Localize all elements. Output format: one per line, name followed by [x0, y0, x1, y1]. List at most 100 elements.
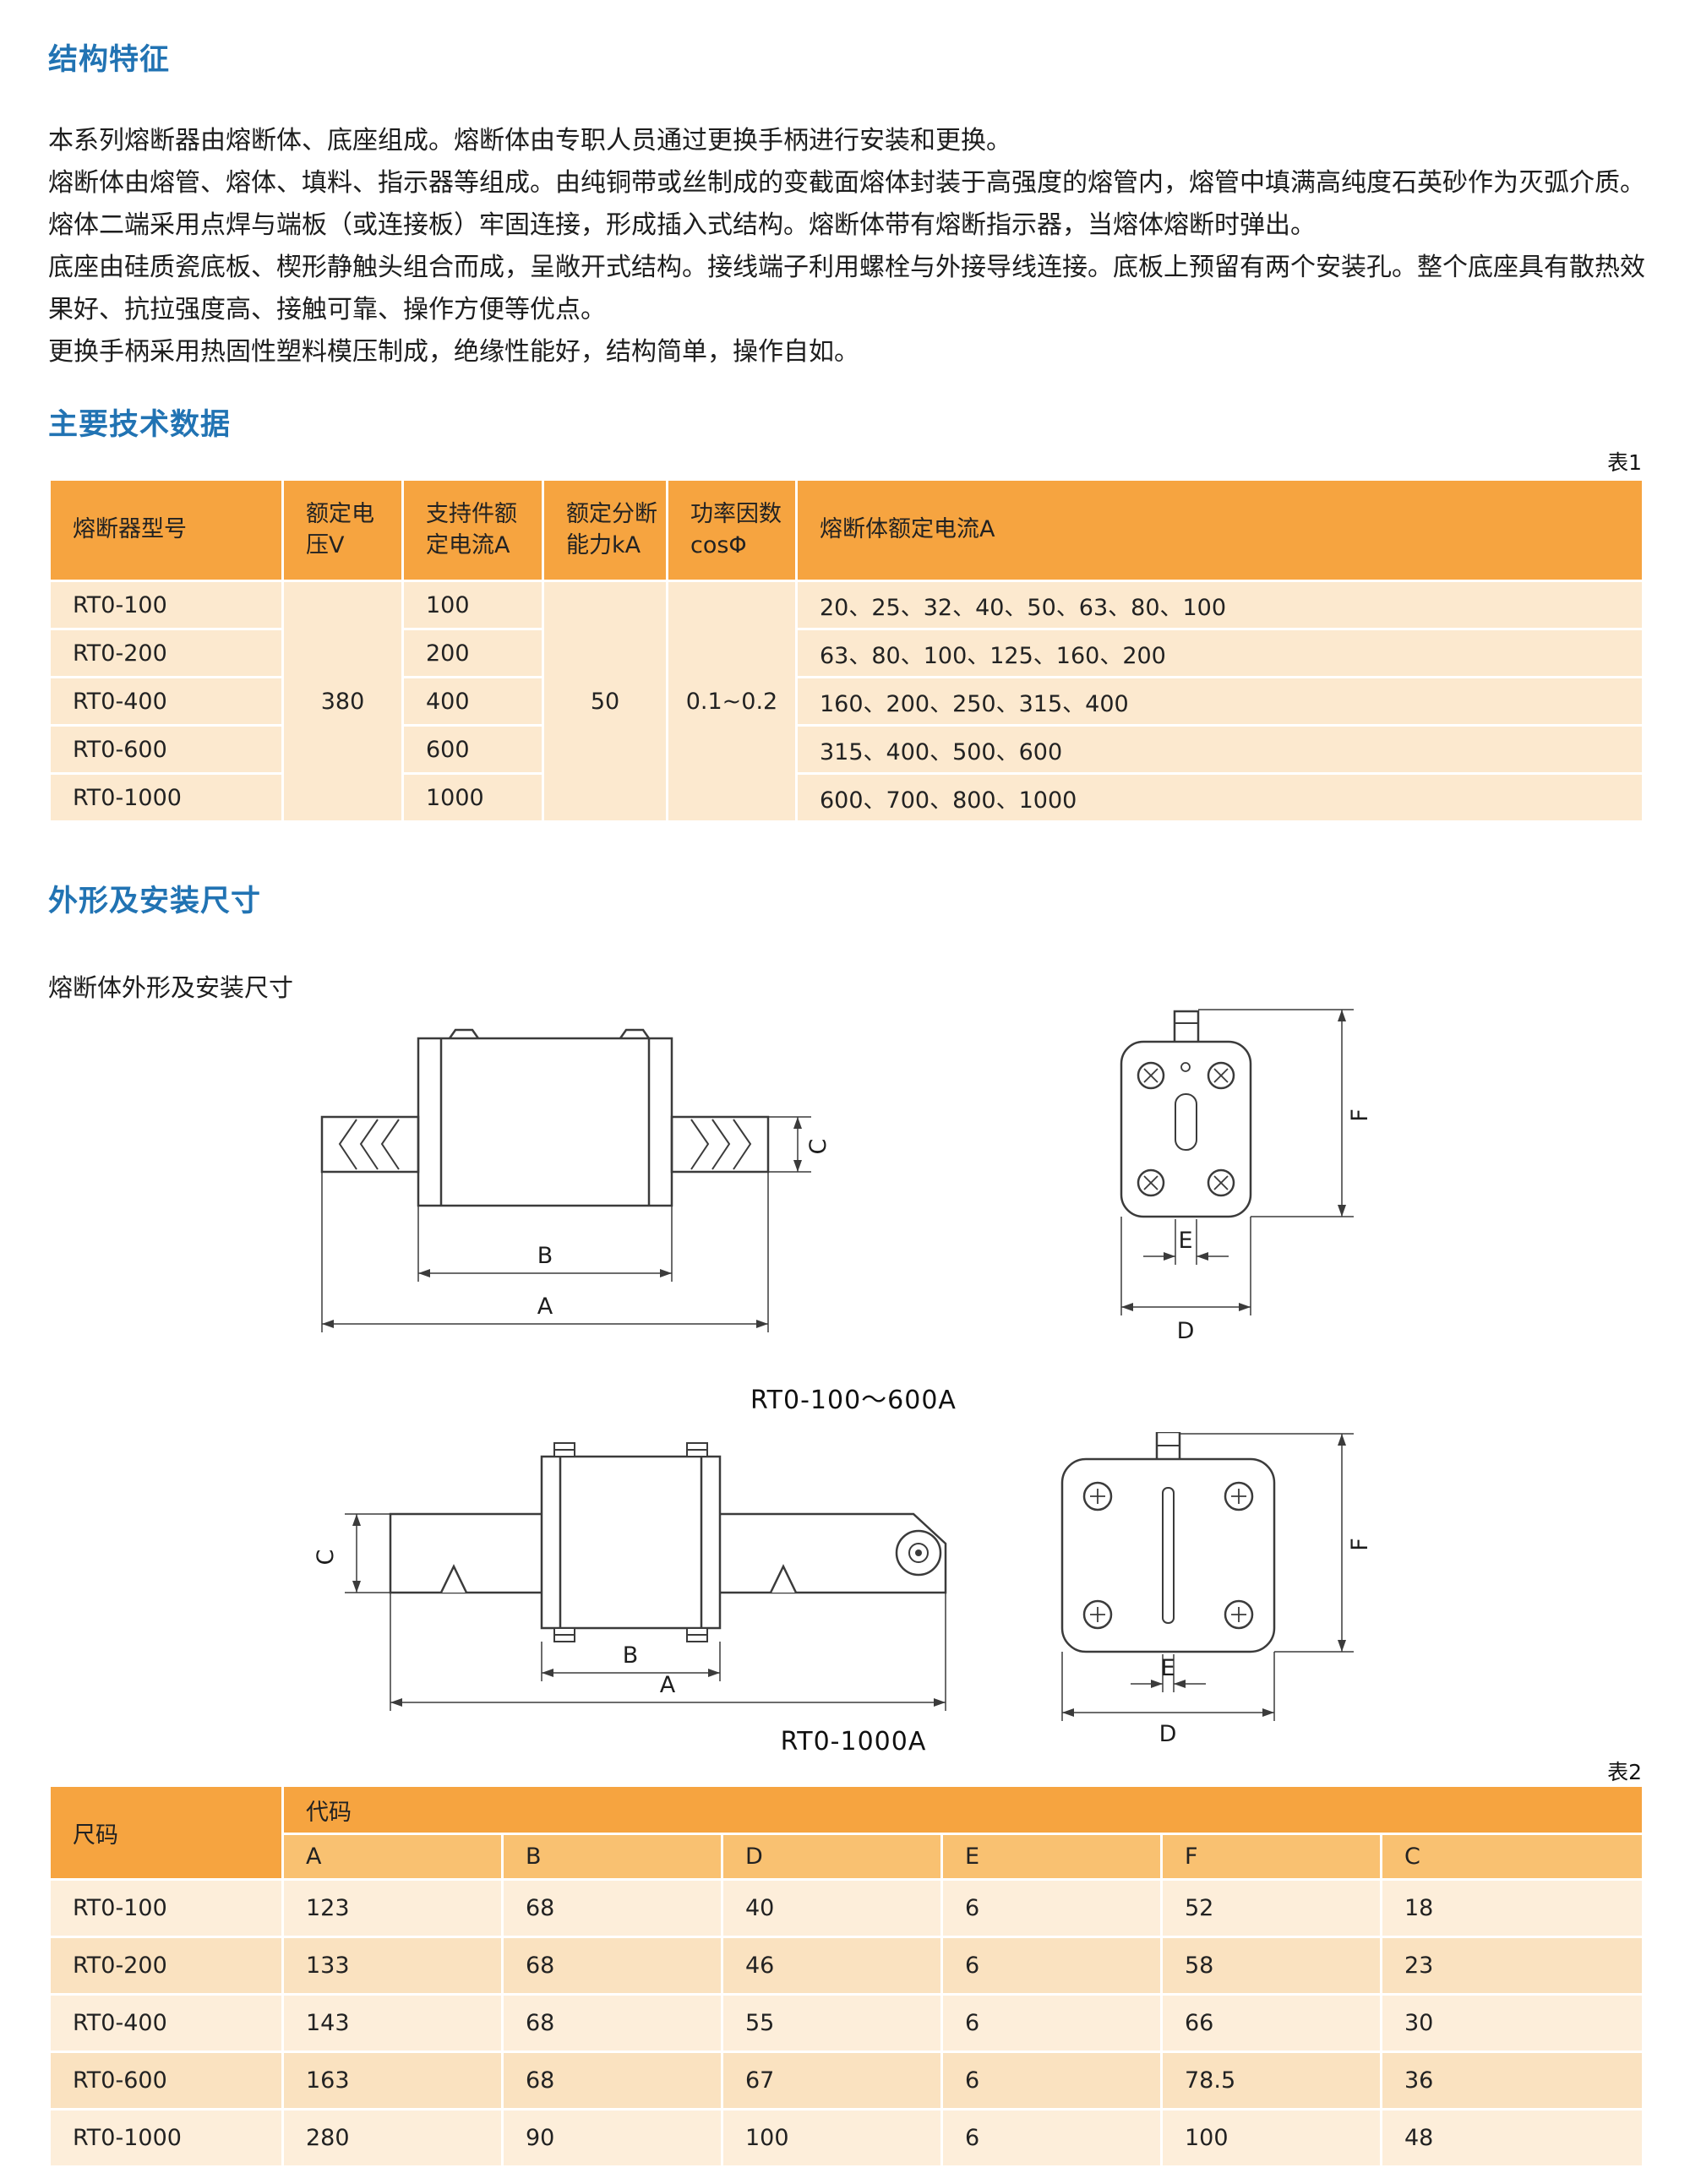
- t1-col-cos: 功率因数cosΦ: [666, 478, 798, 582]
- dimension-arrows: [322, 1010, 1346, 1328]
- t2-value: 163: [281, 2051, 504, 2110]
- dim-label-c: C: [313, 1549, 339, 1566]
- t2-value: 67: [721, 2051, 943, 2110]
- t2-value: 123: [281, 1878, 504, 1938]
- dim-label-c: C: [805, 1139, 831, 1155]
- t2-value: 18: [1380, 1878, 1644, 1938]
- dimension-labels: C B A F E D: [313, 1538, 1373, 1746]
- t1-col-voltage: 额定电压V: [281, 478, 404, 582]
- fuse-front-view: [1060, 1432, 1276, 1653]
- t2-value: 100: [1160, 2108, 1382, 2168]
- t1-model: RT0-200: [48, 628, 284, 678]
- t2-value: 68: [501, 1936, 723, 1996]
- figure-rt0-100-600: B A C F E D: [320, 1009, 1373, 1344]
- table-row: RT0-600 600 315、400、500、600: [48, 724, 1644, 775]
- t2-col-e: E: [940, 1833, 1163, 1881]
- dim-label-d: D: [1159, 1721, 1177, 1746]
- t2-header-row-1: 尺码 代码: [48, 1784, 1644, 1881]
- dim-label-d: D: [1177, 1318, 1195, 1344]
- t2-header-row-2: A B D E F C: [50, 1833, 1644, 1881]
- fuse-side-view: [389, 1442, 947, 1642]
- tech-data-table: 熔断器型号 额定电压V 支持件额定电流A 额定分断能力kA 功率因数cosΦ 熔…: [48, 478, 1644, 823]
- t1-col-breaking: 额定分断能力kA: [542, 478, 668, 582]
- paragraph: 更换手柄采用热固性塑料模压制成，绝缘性能好，结构简单，操作自如。: [48, 337, 859, 367]
- table-row: RT0-400 143 68 55 6 66 30: [48, 1993, 1644, 2053]
- paragraph: 熔断体由熔管、熔体、填料、指示器等组成。由纯铜带或丝制成的变截面熔体封装于高强度…: [48, 168, 1645, 240]
- table-row: RT0-600 163 68 67 6 78.5 36: [48, 2051, 1644, 2110]
- table-row: RT0-400 400 160、200、250、315、400: [48, 676, 1644, 727]
- t1-voltage: 380: [281, 580, 404, 823]
- t1-col-links: 熔断体额定电流A: [795, 478, 1644, 582]
- fuse-side-view: [320, 1028, 770, 1207]
- screw-crosses: [1090, 1489, 1246, 1622]
- dim-label-f: F: [1347, 1108, 1373, 1122]
- t2-value: 55: [721, 1993, 943, 2053]
- section-title-structure: 结构特征: [48, 43, 171, 77]
- t2-col-a: A: [281, 1833, 504, 1881]
- t2-value: 6: [940, 2108, 1163, 2168]
- t1-links: 600、700、800、1000: [795, 772, 1644, 823]
- figure1-caption: RT0-100～600A: [750, 1386, 957, 1415]
- t2-value: 6: [940, 1993, 1163, 2053]
- t2-value: 23: [1380, 1936, 1644, 1996]
- t1-model: RT0-600: [48, 724, 284, 775]
- t2-value: 6: [940, 1936, 1163, 1996]
- t2-col-b: B: [501, 1833, 723, 1881]
- t1-links: 20、25、32、40、50、63、80、100: [795, 580, 1644, 630]
- t2-value: 68: [501, 1993, 723, 2053]
- t2-size-header: 尺码: [48, 1784, 284, 1881]
- t1-col-support-current: 支持件额定电流A: [401, 478, 544, 582]
- table-row: RT0-1000 280 90 100 6 100 48: [48, 2108, 1644, 2168]
- t2-value: 52: [1160, 1878, 1382, 1938]
- t2-value: 40: [721, 1878, 943, 1938]
- t2-model: RT0-600: [48, 2051, 284, 2110]
- dim-label-b: B: [537, 1243, 553, 1269]
- t2-value: 46: [721, 1936, 943, 1996]
- t2-value: 36: [1380, 2051, 1644, 2110]
- t1-col-model: 熔断器型号: [48, 478, 284, 582]
- dim-label-b: B: [623, 1642, 639, 1669]
- t2-model: RT0-1000: [48, 2108, 284, 2168]
- t1-links: 63、80、100、125、160、200: [795, 628, 1644, 678]
- t2-code-header: 代码: [281, 1784, 1644, 1835]
- t1-breaking: 50: [542, 580, 668, 823]
- t2-value: 68: [501, 2051, 723, 2110]
- t1-cos: 0.1~0.2: [666, 580, 798, 823]
- t1-links: 160、200、250、315、400: [795, 676, 1644, 727]
- t1-header-row: 熔断器型号 额定电压V 支持件额定电流A 额定分断能力kA 功率因数cosΦ 熔…: [48, 478, 1644, 582]
- t2-value: 143: [281, 1993, 504, 2053]
- table1-tag: 表1: [1607, 450, 1642, 475]
- section-title-dimensions: 外形及安装尺寸: [48, 885, 262, 918]
- drawings-subtitle: 熔断体外形及安装尺寸: [48, 973, 294, 1002]
- dim-label-e: E: [1178, 1228, 1192, 1254]
- t1-model: RT0-400: [48, 676, 284, 727]
- t2-model: RT0-200: [48, 1936, 284, 1996]
- table2-tag: 表2: [1607, 1760, 1642, 1784]
- dimension-arrows: [352, 1434, 1346, 1717]
- figure-rt0-1000: C B A F E D: [313, 1432, 1373, 1746]
- dim-label-e: E: [1160, 1655, 1175, 1681]
- dim-label-a: A: [537, 1294, 553, 1320]
- t1-model: RT0-1000: [48, 772, 284, 823]
- t1-current: 1000: [401, 772, 544, 823]
- t2-value: 100: [721, 2108, 943, 2168]
- structure-paragraphs: 本系列熔断器由熔断体、底座组成。熔断体由专职人员通过更换手柄进行安装和更换。 熔…: [48, 120, 1645, 373]
- dim-label-a: A: [660, 1672, 676, 1698]
- table-row: RT0-200 200 63、80、100、125、160、200: [48, 628, 1644, 678]
- table-row: RT0-1000 1000 600、700、800、1000: [48, 772, 1644, 823]
- t1-current: 400: [401, 676, 544, 727]
- t2-value: 6: [940, 2051, 1163, 2110]
- t2-model: RT0-100: [48, 1878, 284, 1938]
- t2-value: 30: [1380, 1993, 1644, 2053]
- t2-col-d: D: [721, 1833, 943, 1881]
- t2-value: 48: [1380, 2108, 1644, 2168]
- table-row: RT0-200 133 68 46 6 58 23: [48, 1936, 1644, 1996]
- fuse-front-view: [1120, 1010, 1252, 1218]
- t2-col-c: C: [1380, 1833, 1644, 1881]
- t1-current: 600: [401, 724, 544, 775]
- dimension-lines: [321, 1009, 1354, 1332]
- t2-value: 68: [501, 1878, 723, 1938]
- t1-links: 315、400、500、600: [795, 724, 1644, 775]
- paragraph: 本系列熔断器由熔断体、底座组成。熔断体由专职人员通过更换手柄进行安装和更换。: [48, 126, 1011, 155]
